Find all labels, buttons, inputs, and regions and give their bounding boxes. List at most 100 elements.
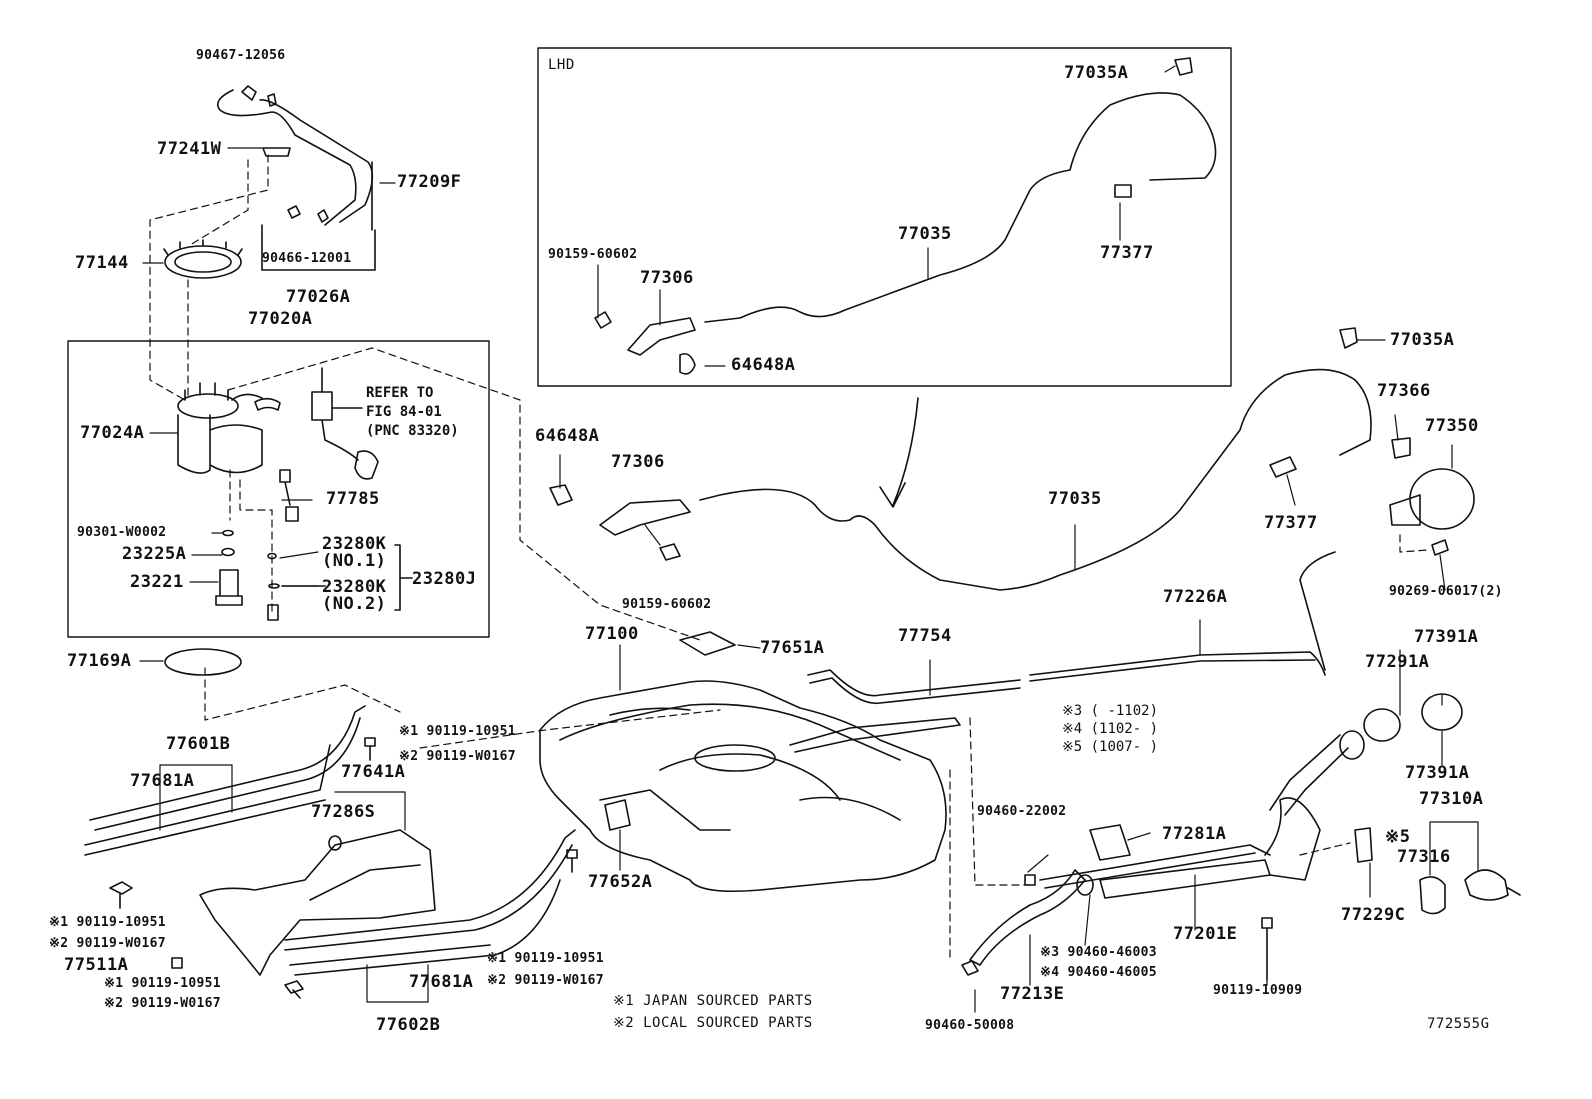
harness (311, 367, 359, 461)
clip-small (254, 397, 281, 411)
connector-77377-inset (1114, 184, 1132, 198)
clamp-90467 (241, 85, 277, 107)
pad-77651A (679, 631, 736, 656)
clip-77035A (1339, 327, 1358, 349)
part-label: 77366 (1377, 381, 1431, 401)
part-label: 77310A (1419, 789, 1484, 809)
bolt-90119-b (109, 881, 133, 909)
part-label: 77281A (1162, 824, 1227, 844)
hose-77754 (807, 669, 1021, 705)
part-label: ※1 90119-10951 (487, 951, 604, 966)
bolt-90119-d (566, 849, 578, 873)
inset-label: LHD (548, 57, 575, 73)
ring-77291A (1363, 708, 1401, 742)
part-label: 77035 (1048, 489, 1102, 509)
part-label: 90269-06017(2) (1389, 584, 1503, 599)
part-label: ※2 90119-W0167 (104, 996, 221, 1011)
part-label: ※2 90119-W0167 (487, 973, 604, 988)
clip-64648A-inset (679, 352, 696, 375)
part-label: 23280K (322, 534, 387, 554)
holder-77229C (1354, 827, 1373, 863)
part-label: 77100 (585, 624, 639, 644)
connector-77377 (1269, 456, 1297, 478)
part-label: ※3 90460-46003 (1040, 945, 1157, 960)
screw-90269 (1431, 539, 1449, 556)
refer-note-line-3: (PNC 83320) (366, 423, 459, 439)
part-label: 77754 (898, 626, 952, 646)
strap-77681A-bot (289, 879, 561, 976)
protector-77641A (199, 829, 436, 976)
part-label: 77681A (130, 771, 195, 791)
part-label: 23225A (122, 544, 187, 564)
part-label: 77286S (311, 802, 376, 822)
part-label: ※2 90119-W0167 (399, 749, 516, 764)
footnote-2: ※2 LOCAL SOURCED PARTS (613, 1015, 813, 1031)
refer-note-line-1: REFER TO (366, 385, 434, 401)
clip-77241W (262, 147, 291, 157)
part-label: 77316 (1397, 847, 1451, 867)
part-label: 77035A (1390, 330, 1455, 350)
cable-77035 (699, 368, 1372, 591)
part-label: 77391A (1405, 763, 1470, 783)
clip-64648A (549, 484, 573, 506)
pipe-77201E (1039, 844, 1271, 889)
strap-77601B (89, 705, 366, 831)
part-label: 90159-60602 (622, 597, 712, 612)
part-label: 77144 (75, 253, 129, 273)
part-label: 77035 (898, 224, 952, 244)
part-label: 77391A (1414, 627, 1479, 647)
clip-77511A (171, 957, 183, 969)
bolt-90466 (287, 205, 329, 223)
part-label: 90466-12001 (262, 251, 352, 266)
bolt-90159-inset (594, 311, 612, 329)
pipe-77226A (1029, 651, 1326, 682)
oring-23280K-2 (268, 583, 280, 589)
part-label: 23280J (412, 569, 477, 589)
vent-hose (789, 717, 961, 753)
cap-77316 (1419, 876, 1446, 915)
part-label: 77651A (760, 638, 825, 658)
part-label: 77681A (409, 972, 474, 992)
clamp-90460-50008 (961, 960, 979, 976)
handle-77306 (599, 499, 691, 536)
oring-23280K-1 (267, 552, 277, 560)
part-label: 77785 (326, 489, 380, 509)
part-label: 77641A (341, 762, 406, 782)
part-label: 77201E (1173, 924, 1238, 944)
fuel-tank-77100 (539, 680, 947, 893)
hinge (1389, 494, 1421, 526)
part-label: 77350 (1425, 416, 1479, 436)
filler-pipe (1269, 734, 1349, 816)
part-label: 77291A (1365, 652, 1430, 672)
part-label: 90467-12056 (196, 48, 286, 63)
part-label: 64648A (535, 426, 600, 446)
bolt-90119-10909 (1261, 917, 1273, 981)
part-label: 77241W (157, 139, 222, 159)
part-label: 77377 (1100, 243, 1154, 263)
lhd-inset-box (537, 47, 1232, 387)
strap-77602B (284, 829, 576, 951)
part-label: 77209F (397, 172, 462, 192)
strap-77681A-top (84, 744, 331, 856)
fuel-line-77209F (217, 89, 374, 226)
part-label: ※1 90119-10951 (104, 976, 221, 991)
part-label: 77306 (611, 452, 665, 472)
bracket-lines (261, 161, 376, 271)
date-note-4: ※4 (1102- ) (1062, 721, 1159, 737)
part-label: 23280K (322, 577, 387, 597)
part-label: (NO.2) (322, 594, 387, 614)
washer-90301 (222, 529, 234, 537)
clamp-90460-46 (1076, 874, 1094, 896)
gasket-77169A (164, 648, 242, 676)
part-label: 77169A (67, 651, 132, 671)
hose-77213E (969, 869, 1086, 966)
bracket-77281A (1089, 824, 1131, 861)
part-label: 77020A (248, 309, 313, 329)
part-label: 77306 (640, 268, 694, 288)
cap-77310A (1464, 869, 1521, 901)
part-label: 90119-10909 (1213, 983, 1303, 998)
part-label: 77229C (1341, 905, 1406, 925)
part-label: ※2 90119-W0167 (49, 936, 166, 951)
handle-77306-inset (627, 317, 696, 356)
